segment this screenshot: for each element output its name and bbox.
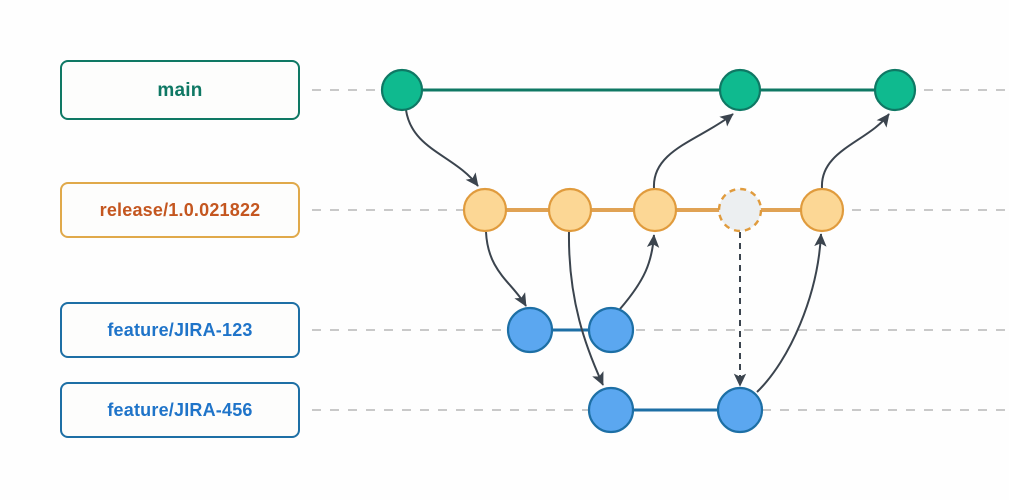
commit-node-r4[interactable] <box>717 187 763 233</box>
lane-label-feature-jira-456[interactable]: feature/JIRA-456 <box>60 382 300 438</box>
commit-node-r2[interactable] <box>547 187 593 233</box>
arrow-branch-off-m1-to-r1 <box>405 109 479 187</box>
commit-node-m3[interactable] <box>873 68 917 112</box>
lane-label-main[interactable]: main <box>60 60 300 120</box>
lane-label-text-feature-jira-456: feature/JIRA-456 <box>107 400 253 420</box>
arrow-merge-g2-to-r5 <box>756 233 827 393</box>
commit-node-m2[interactable] <box>718 68 762 112</box>
commit-node-r5[interactable] <box>799 187 845 233</box>
commit-arrows <box>405 109 890 393</box>
arrow-branch-off-r1-to-f1 <box>485 231 527 307</box>
commit-node-r1[interactable] <box>462 187 508 233</box>
lane-label-text-feature-jira-123: feature/JIRA-123 <box>107 320 253 340</box>
lane-label-text-main: main <box>157 79 203 101</box>
commit-node-m1[interactable] <box>380 68 424 112</box>
lane-label-release[interactable]: release/1.0.021822 <box>60 182 300 238</box>
arrow-branch-off-r2-to-g1 <box>567 231 604 386</box>
lane-label-text-release: release/1.0.021822 <box>99 200 261 220</box>
branch-lines <box>402 88 895 412</box>
arrow-merge-f2-to-r3 <box>619 234 660 310</box>
commit-node-g2[interactable] <box>716 386 764 434</box>
arrow-merge-r5-to-m3 <box>820 113 890 189</box>
lane-label-feature-jira-123[interactable]: feature/JIRA-123 <box>60 302 300 358</box>
commit-node-r3[interactable] <box>632 187 678 233</box>
commit-node-f2[interactable] <box>587 306 635 354</box>
lane-guide-lines <box>312 89 1009 411</box>
commit-nodes <box>380 68 917 434</box>
commit-node-f1[interactable] <box>506 306 554 354</box>
commit-node-g1[interactable] <box>587 386 635 434</box>
arrow-merge-r3-to-m2 <box>652 113 734 189</box>
